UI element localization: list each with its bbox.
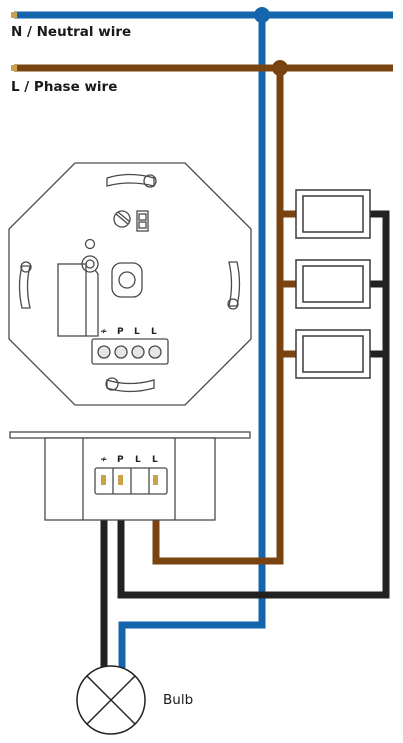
side-terminal-l1: L <box>135 455 141 465</box>
neutral-wire-label: N / Neutral wire <box>11 24 132 40</box>
phase-wire-label: L / Phase wire <box>11 79 118 95</box>
neutral-wire-tip <box>11 12 17 18</box>
phase-wire <box>14 64 393 565</box>
bulb-icon <box>76 665 146 735</box>
front-terminal-dim: ≁ <box>100 327 108 337</box>
front-terminal-l1: L <box>134 327 140 337</box>
control-wire <box>117 210 390 599</box>
extension-unit-3 <box>295 329 371 379</box>
terminal-tips <box>101 475 158 485</box>
extension-unit-2 <box>295 259 371 309</box>
neutral-wire <box>14 11 393 668</box>
side-terminal-l2: L <box>152 455 158 465</box>
front-terminal-p: P <box>117 327 124 337</box>
phase-junction <box>272 60 288 76</box>
side-terminal-p: P <box>117 455 124 465</box>
dimmer-front-view <box>8 162 252 406</box>
front-terminal-l2: L <box>151 327 157 337</box>
side-terminal-dim: ≁ <box>100 455 108 465</box>
phase-wire-tip <box>11 65 17 71</box>
neutral-junction <box>254 7 270 23</box>
bulb-label: Bulb <box>163 692 194 708</box>
dimmer-side-view <box>9 431 251 521</box>
extension-unit-1 <box>295 189 371 239</box>
